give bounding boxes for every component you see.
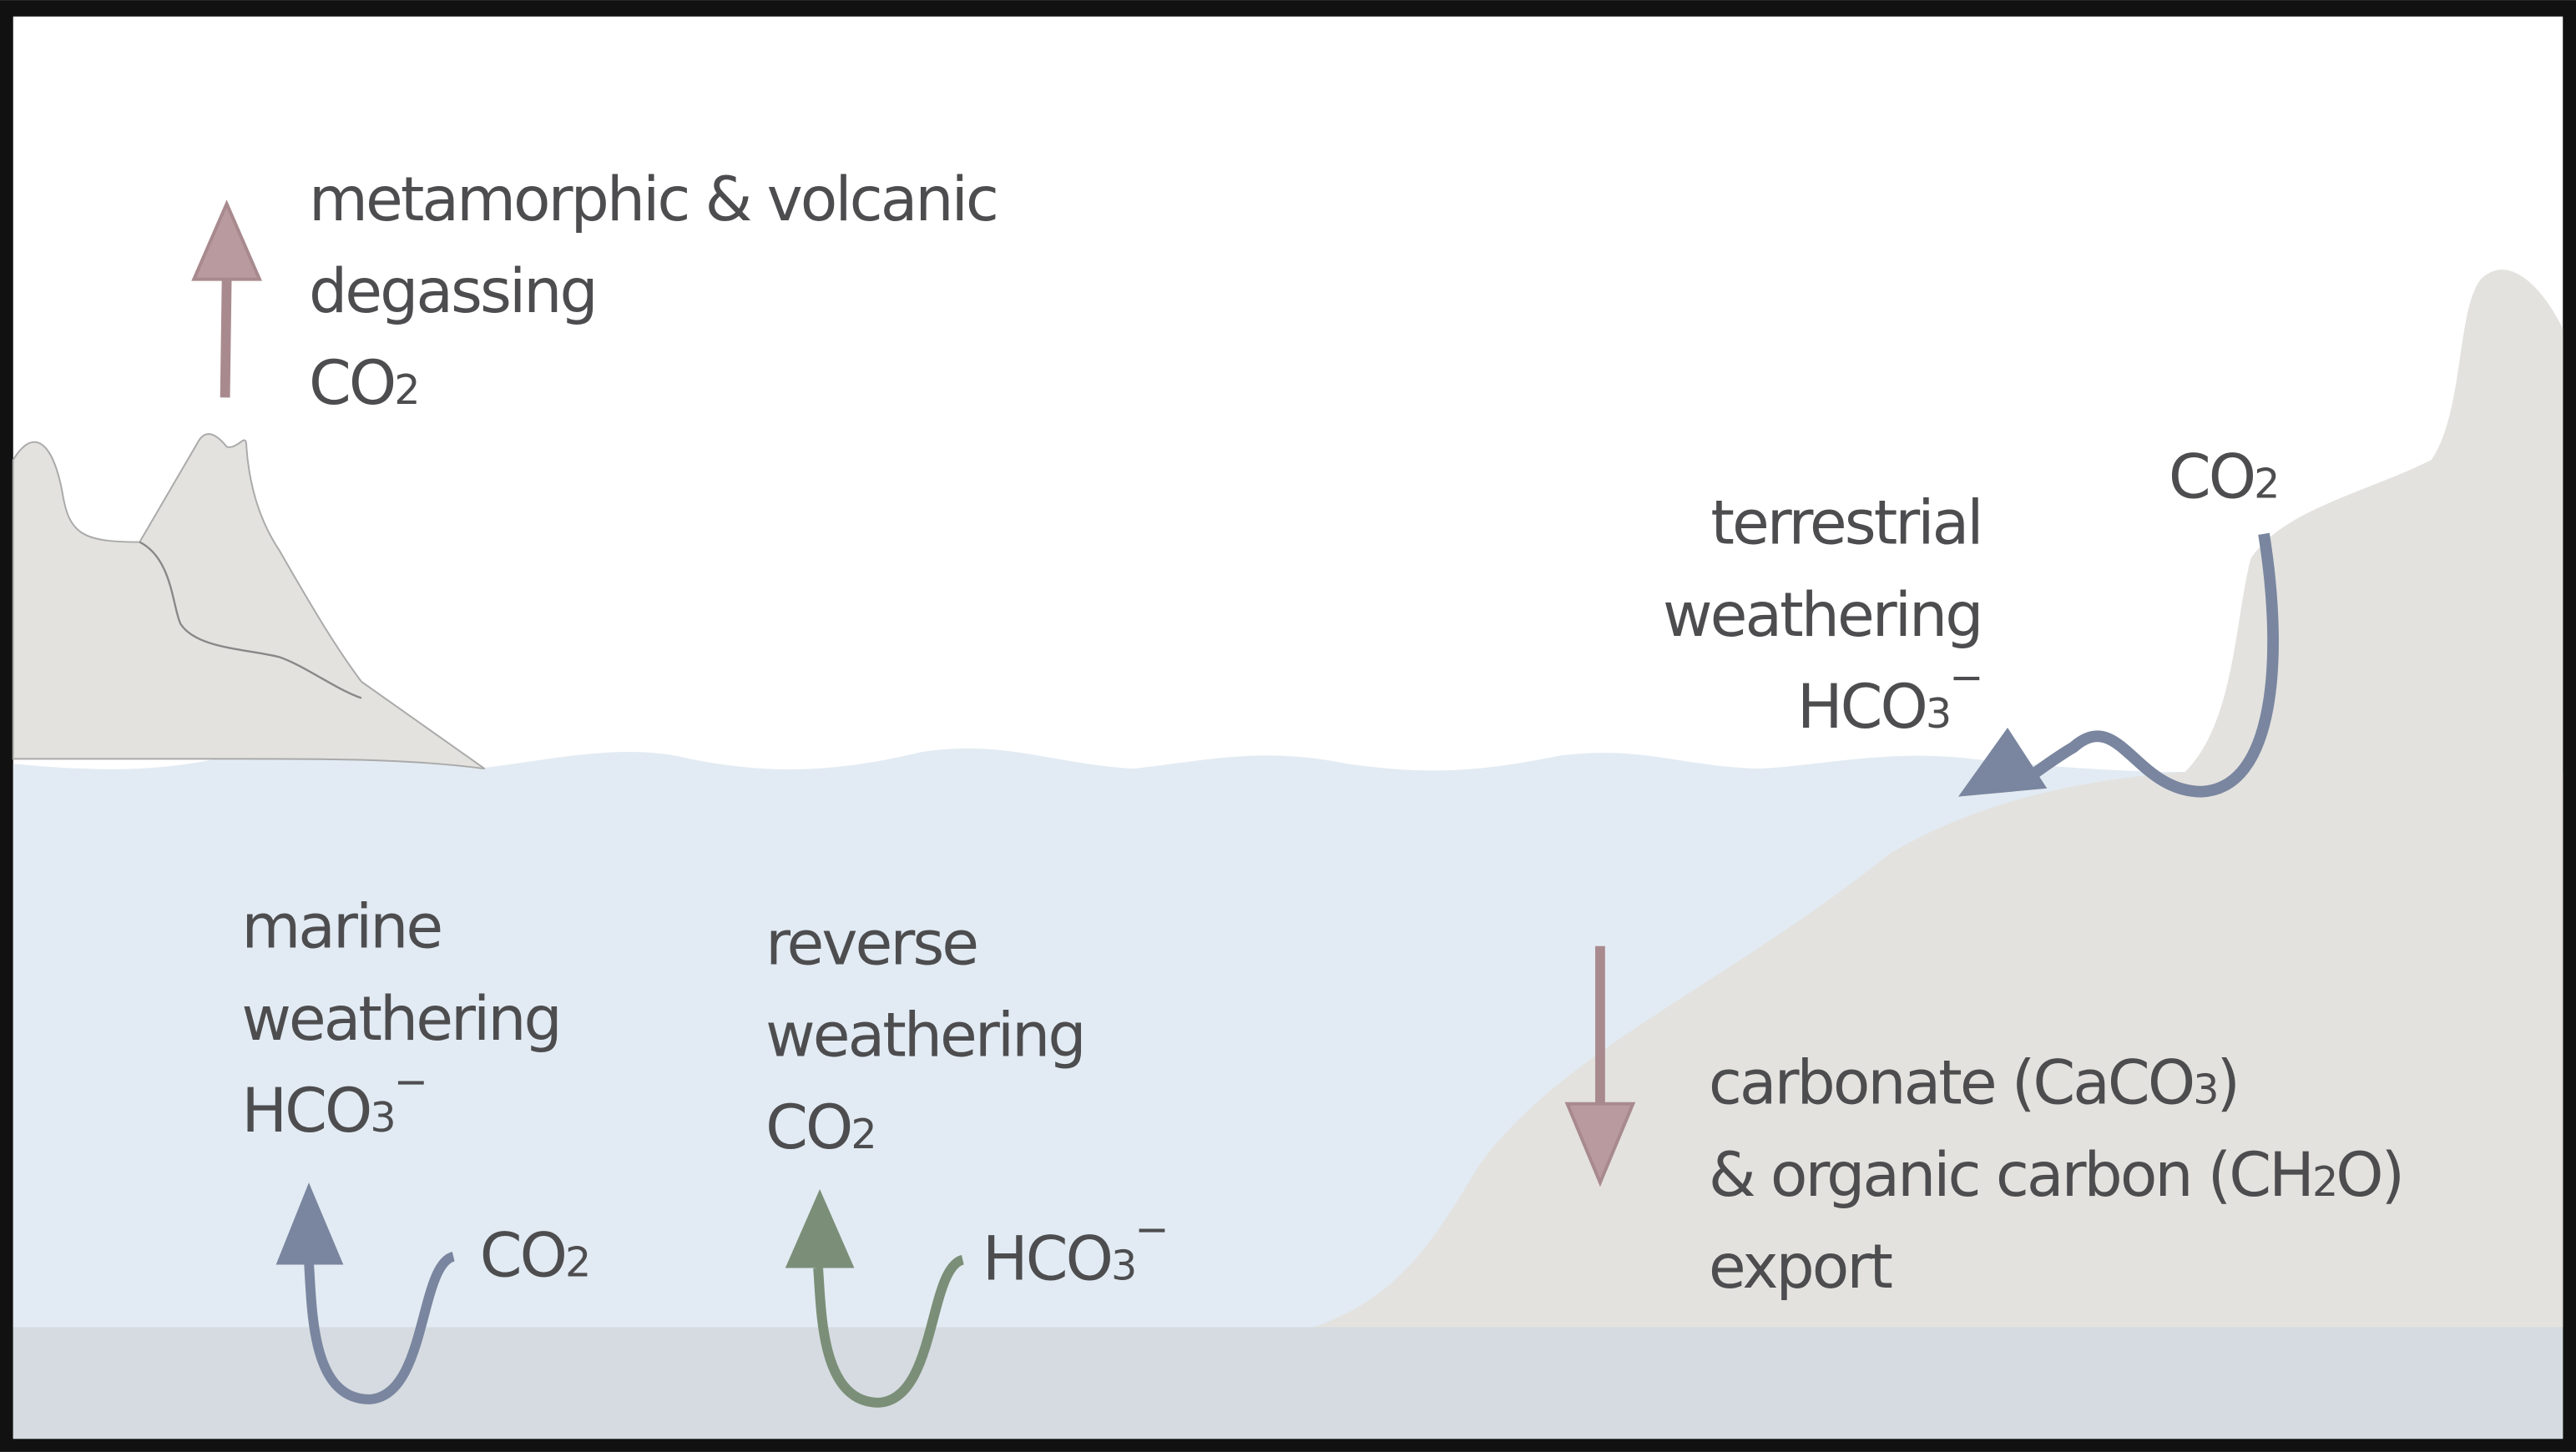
reverse-hco3-input: HCO3− xyxy=(982,1205,1167,1294)
marine-label-line1: marine xyxy=(241,892,441,963)
degassing-arrow-up xyxy=(191,199,262,398)
degassing-co2: CO2 xyxy=(309,348,418,419)
export-label-line3: export xyxy=(1709,1232,1892,1303)
marine-label-line2: weathering xyxy=(241,984,559,1055)
reverse-label-line2: weathering xyxy=(765,1001,1083,1071)
degassing-label-line2: degassing xyxy=(309,256,596,327)
reverse-weathering-arrow xyxy=(785,1189,965,1408)
right-land xyxy=(1314,270,2563,1328)
degassing-label-line1: metamorphic & volcanic xyxy=(309,164,997,235)
reverse-co2: CO2 xyxy=(765,1092,875,1163)
mountain-ridge-line xyxy=(139,541,362,699)
marine-hco3: HCO3− xyxy=(241,1057,426,1147)
terrestrial-co2-input: CO2 xyxy=(2169,441,2278,512)
export-label-line1: carbonate (CaCO3) xyxy=(1709,1048,2238,1119)
marine-weathering-arrow xyxy=(275,1182,456,1404)
seafloor xyxy=(13,1327,2563,1439)
left-mountain xyxy=(12,433,486,770)
export-arrow-down xyxy=(1564,945,1636,1187)
export-label-line2: & organic carbon (CH2O) xyxy=(1709,1140,2402,1211)
terrestrial-weathering-arrow xyxy=(1957,532,2279,798)
terrestrial-label-line2: weathering xyxy=(1663,580,1981,651)
terrestrial-label-line1: terrestrial xyxy=(1710,488,1981,559)
marine-co2-input: CO2 xyxy=(480,1220,589,1291)
terrestrial-hco3: HCO3− xyxy=(1797,653,1982,743)
reverse-label-line1: reverse xyxy=(765,908,977,979)
